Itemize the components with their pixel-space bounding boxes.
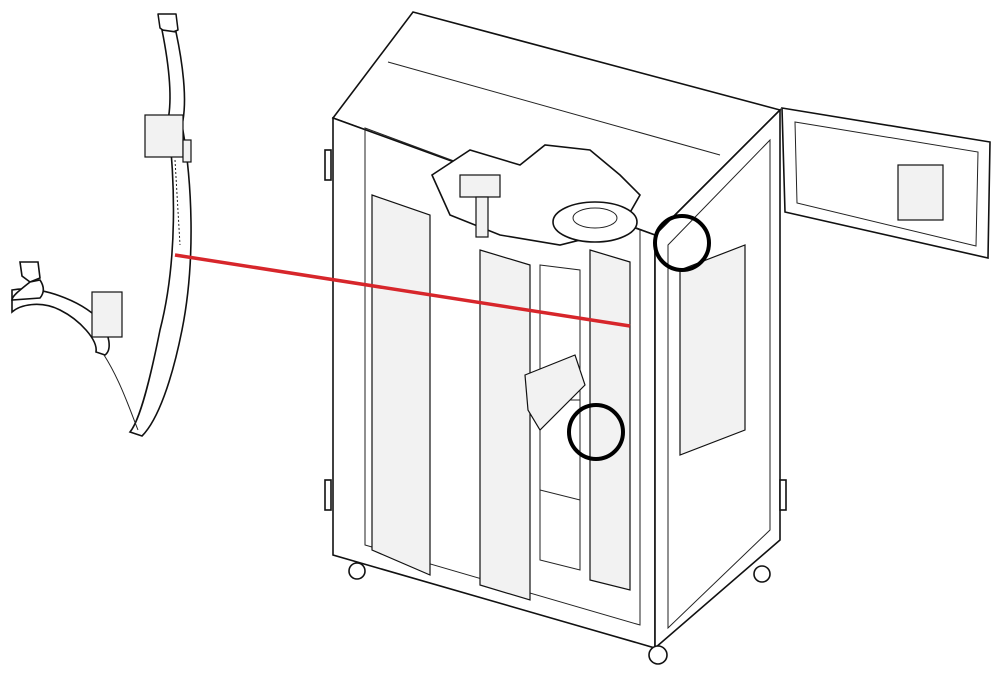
pointer-line xyxy=(174,253,631,328)
highlight-circle-lower xyxy=(567,403,625,461)
library-cabinet xyxy=(324,11,991,665)
open-door xyxy=(781,107,991,259)
highlight-circle-upper xyxy=(653,214,711,272)
ribbon-cable xyxy=(11,13,192,437)
